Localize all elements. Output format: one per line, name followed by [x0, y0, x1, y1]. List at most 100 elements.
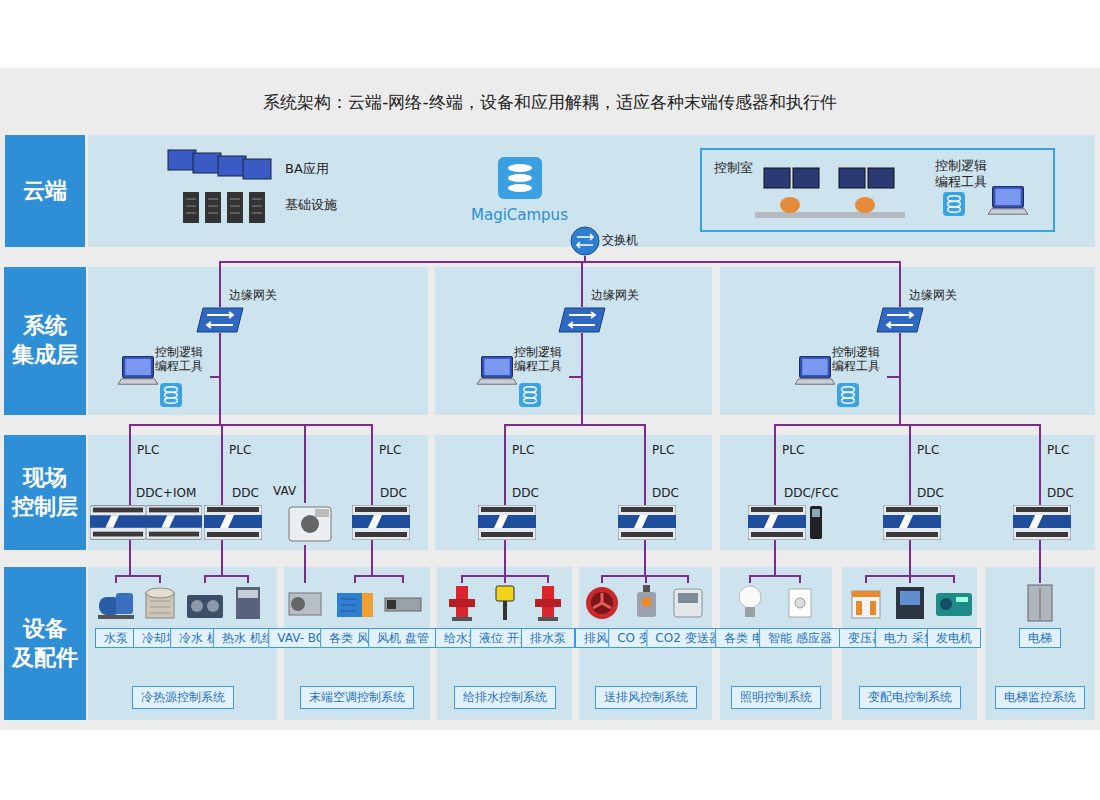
- node-text: DDC: [380, 486, 407, 500]
- connector-line: [505, 540, 548, 583]
- edge-label: PLC: [1047, 443, 1069, 457]
- connector-line: [220, 256, 585, 307]
- node-text: 冷热源控制系统: [132, 686, 234, 709]
- node-text: 电梯监控系统: [995, 686, 1085, 709]
- subsystem-panel: 电梯监控系统电梯: [985, 567, 1095, 720]
- connector-line: [775, 540, 800, 583]
- connector-line: [222, 540, 248, 583]
- edge-label: PLC: [229, 443, 251, 457]
- connector-line: [130, 333, 220, 505]
- connector-line: [210, 333, 220, 377]
- node-text: 控制室: [714, 160, 753, 176]
- subsystem-panel: 冷热源控制系统水泵冷却塔冷水 机组热水 机组: [88, 567, 277, 720]
- layer-label: 现场 控制层: [4, 435, 86, 550]
- device: 发电机: [927, 583, 981, 659]
- controller: DDC: [478, 505, 536, 540]
- text-label: MagiCampus: [471, 206, 568, 224]
- node-text: DDC: [917, 486, 944, 500]
- controller: DDC: [618, 505, 676, 540]
- connector-line: [220, 333, 305, 503]
- node-text: 设备 及配件: [4, 615, 86, 672]
- node-text: 风机 盘管: [368, 628, 438, 648]
- subsystem-panel: 照明控制系统各类 电灯智能 感应器: [720, 567, 832, 720]
- programming-tool: 控制逻辑 编程工具: [118, 343, 210, 411]
- node-text: DDC: [1047, 486, 1074, 500]
- layer-label: 设备 及配件: [4, 567, 86, 720]
- node-text: 给排水控制系统: [454, 686, 556, 709]
- connector-line: [582, 256, 585, 307]
- node-text: DDC: [652, 486, 679, 500]
- tool-icons: [118, 356, 859, 407]
- node-text: 现场 控制层: [4, 464, 86, 521]
- subsystem-panel: 给排水控制系统给水泵液位 开关排水泵: [437, 567, 572, 720]
- node-text: 送排风控制系统: [595, 686, 697, 709]
- connector-line: [582, 333, 645, 505]
- controller-icons: [90, 505, 1071, 541]
- node-text: 边缘网关: [909, 288, 957, 302]
- connector-line: [462, 540, 505, 583]
- controller: DDC: [204, 505, 262, 540]
- control-room-box: 控制室 控制逻辑 编程工具: [700, 148, 1055, 232]
- node-text: 控制逻辑 编程工具: [935, 158, 996, 189]
- layer-label: 系统 集成层: [4, 267, 86, 415]
- connector-line: [220, 333, 372, 505]
- connector-line: [304, 545, 306, 583]
- device: 智能 感应器: [759, 583, 841, 659]
- node-text: 排水泵: [521, 628, 575, 648]
- text-label: BA应用: [285, 160, 329, 178]
- connector-line: [900, 333, 1040, 505]
- edge-label: PLC: [652, 443, 674, 457]
- connector-line: [355, 540, 372, 583]
- node-text: 发电机: [927, 628, 981, 648]
- node-text: 交换机: [602, 233, 638, 247]
- node-text: VAV: [273, 484, 296, 498]
- connector-line: [900, 333, 910, 505]
- edge-label: PLC: [512, 443, 534, 457]
- node-text: 边缘网关: [229, 288, 277, 302]
- edge-label: PLC: [782, 443, 804, 457]
- node-text: DDC/FCC: [784, 486, 839, 500]
- edge-label: PLC: [379, 443, 401, 457]
- magicampus-logo: [498, 157, 542, 199]
- cloud-servers: [168, 150, 271, 223]
- connector-line: [116, 540, 130, 583]
- node-text: 系统 集成层: [4, 312, 86, 369]
- layer-label: 云端: [5, 135, 85, 247]
- connector-line: [569, 333, 582, 377]
- device: 电梯: [1019, 583, 1061, 659]
- connector-line: [205, 540, 222, 583]
- control-room-desks: [755, 168, 1028, 218]
- switch-node: 交换机: [570, 227, 648, 256]
- subsystem-panel: 变配电控制系统变压器电力 采集发电机: [842, 567, 977, 720]
- connector-line: [887, 333, 900, 377]
- device-icons: [98, 585, 1052, 621]
- node-text: DDC+IOM: [136, 486, 192, 500]
- connector-line: [775, 333, 900, 505]
- node-text: DDC: [512, 486, 539, 500]
- connector-line: [1039, 540, 1041, 583]
- controller: DDC+IOM: [90, 505, 202, 540]
- edge-gateway: 边缘网关: [555, 307, 609, 333]
- node-text: 控制逻辑 编程工具: [832, 345, 888, 374]
- node-text: DDC: [232, 486, 259, 500]
- connector-line: [585, 256, 900, 307]
- gateway-icons: [197, 308, 923, 332]
- device: 风机 盘管: [368, 583, 438, 659]
- connector-line: [910, 540, 954, 583]
- connector-line: [130, 540, 160, 583]
- node-text: 变配电控制系统: [859, 686, 961, 709]
- edge-label: PLC: [917, 443, 939, 457]
- node-text: 照明控制系统: [731, 686, 821, 709]
- connector-line: [866, 540, 910, 583]
- node-text: 边缘网关: [591, 288, 639, 302]
- subsystem-panel: 送排风控制系统排风机CO 变送器CO2 变送器: [579, 567, 712, 720]
- programming-tool: 控制逻辑 编程工具: [795, 343, 887, 411]
- programming-tool: 控制逻辑 编程工具: [477, 343, 569, 411]
- edge-gateway: 边缘网关: [873, 307, 927, 333]
- controller: DDC/FCC: [748, 505, 823, 540]
- node-text: 电梯: [1019, 628, 1061, 648]
- background-band: [0, 68, 1100, 730]
